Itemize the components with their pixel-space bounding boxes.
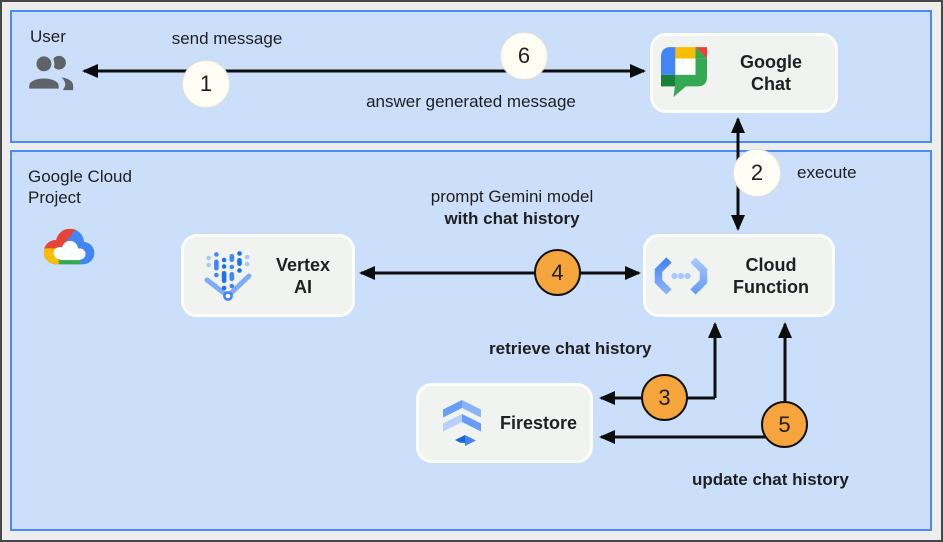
- lane-user-label: User: [30, 27, 66, 46]
- vertex-ai-icon: [202, 249, 254, 303]
- label-prompt-gemini-model: prompt Gemini model with chat history: [405, 186, 619, 230]
- cloud-function-icon: [652, 253, 710, 299]
- node-firestore: Firestore: [416, 383, 593, 463]
- label-update-chat-history: update chat history: [692, 470, 849, 489]
- step-badge-2: 2: [733, 149, 781, 197]
- google-chat-icon: [661, 47, 707, 99]
- lane-gcp-label-line2: Project: [28, 188, 81, 207]
- step-badge-5: 5: [761, 401, 808, 448]
- lane-google-cloud-project: [10, 150, 932, 531]
- label-retrieve-chat-history: retrieve chat history: [489, 339, 652, 358]
- label-send-message: send message: [171, 29, 283, 48]
- node-firestore-label: Firestore: [499, 413, 578, 433]
- label-answer-generated-message: answer generated message: [366, 92, 576, 111]
- step-badge-6: 6: [500, 32, 548, 80]
- user-group-icon: [26, 52, 76, 99]
- node-cloud-function: Cloud Function: [643, 234, 835, 317]
- step-badge-1: 1: [182, 60, 230, 108]
- google-cloud-icon: [40, 224, 100, 274]
- lane-gcp-label-line1: Google Cloud: [28, 167, 132, 186]
- label-prompt-line1: prompt Gemini model: [430, 187, 594, 206]
- node-vertex-ai: Vertex AI: [181, 234, 355, 317]
- node-google-chat: Google Chat: [650, 33, 838, 113]
- node-vertex-ai-label: Vertex AI: [275, 254, 331, 297]
- label-execute: execute: [797, 163, 857, 182]
- lane-gcp-label: Google Cloud Project: [28, 166, 132, 208]
- node-google-chat-label: Google Chat: [740, 52, 802, 94]
- label-prompt-line2: with chat history: [444, 209, 580, 228]
- step-badge-4: 4: [534, 249, 581, 296]
- node-cloud-function-label: Cloud Function: [733, 254, 809, 297]
- step-badge-3: 3: [641, 374, 688, 421]
- firestore-icon: [437, 397, 487, 449]
